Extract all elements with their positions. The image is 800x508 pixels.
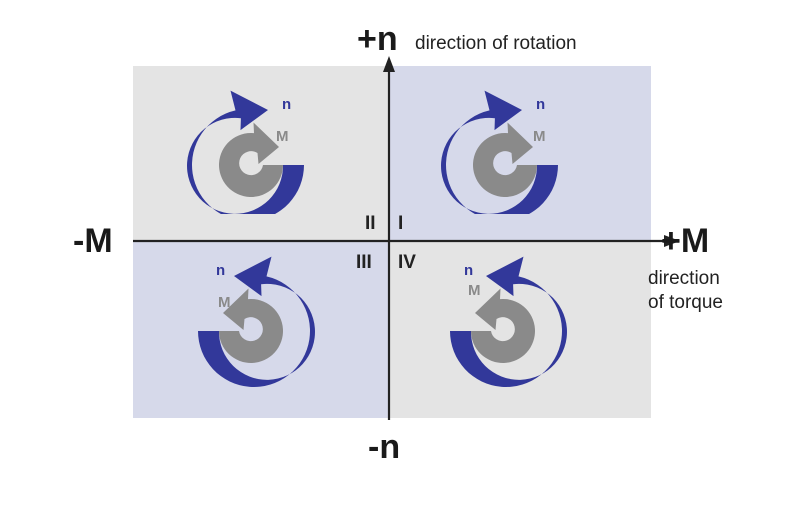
speed-label: n <box>216 262 225 279</box>
quadrant-label-iv: IV <box>398 252 416 273</box>
speed-label: n <box>464 262 473 279</box>
torque-label: M <box>533 128 546 145</box>
speed-arrow-icon <box>441 90 558 214</box>
axis-caption-direction-of-rotation: direction of rotation <box>415 33 577 54</box>
speed-arrow-icon <box>187 90 304 214</box>
quadrant-label-ii: II <box>365 213 376 234</box>
speed-label: n <box>536 96 545 113</box>
quadrant-label-iii: III <box>356 252 372 273</box>
axis-label-minus-n: -n <box>368 428 401 466</box>
rotation-symbol-quadrant-i: n M <box>441 90 558 214</box>
axis-label-plus-n: +n <box>357 20 398 58</box>
speed-label: n <box>282 96 291 113</box>
quadrant-label-i: I <box>398 213 404 234</box>
rotation-symbol-quadrant-iii: n M <box>198 256 315 387</box>
axis-label-minus-m: -M <box>73 222 113 260</box>
torque-arrow-icon <box>471 288 535 363</box>
x-axis-arrowhead <box>664 235 680 247</box>
torque-arrow-icon <box>219 288 283 363</box>
rotation-symbol-quadrant-ii: n M <box>187 90 304 214</box>
torque-label: M <box>218 294 231 311</box>
speed-arrow-icon <box>450 256 567 387</box>
axis-caption-of-torque: of torque <box>648 292 723 313</box>
torque-arrow-icon <box>219 122 283 197</box>
axis-caption-direction: direction <box>648 268 720 289</box>
axis-label-plus-m: +M <box>661 222 710 260</box>
torque-label: M <box>468 282 481 299</box>
torque-label: M <box>276 128 289 145</box>
speed-arrow-icon <box>198 256 315 387</box>
rotation-symbol-quadrant-iv: n M <box>450 256 567 387</box>
torque-arrow-icon <box>473 122 537 197</box>
y-axis-arrowhead <box>383 56 395 72</box>
